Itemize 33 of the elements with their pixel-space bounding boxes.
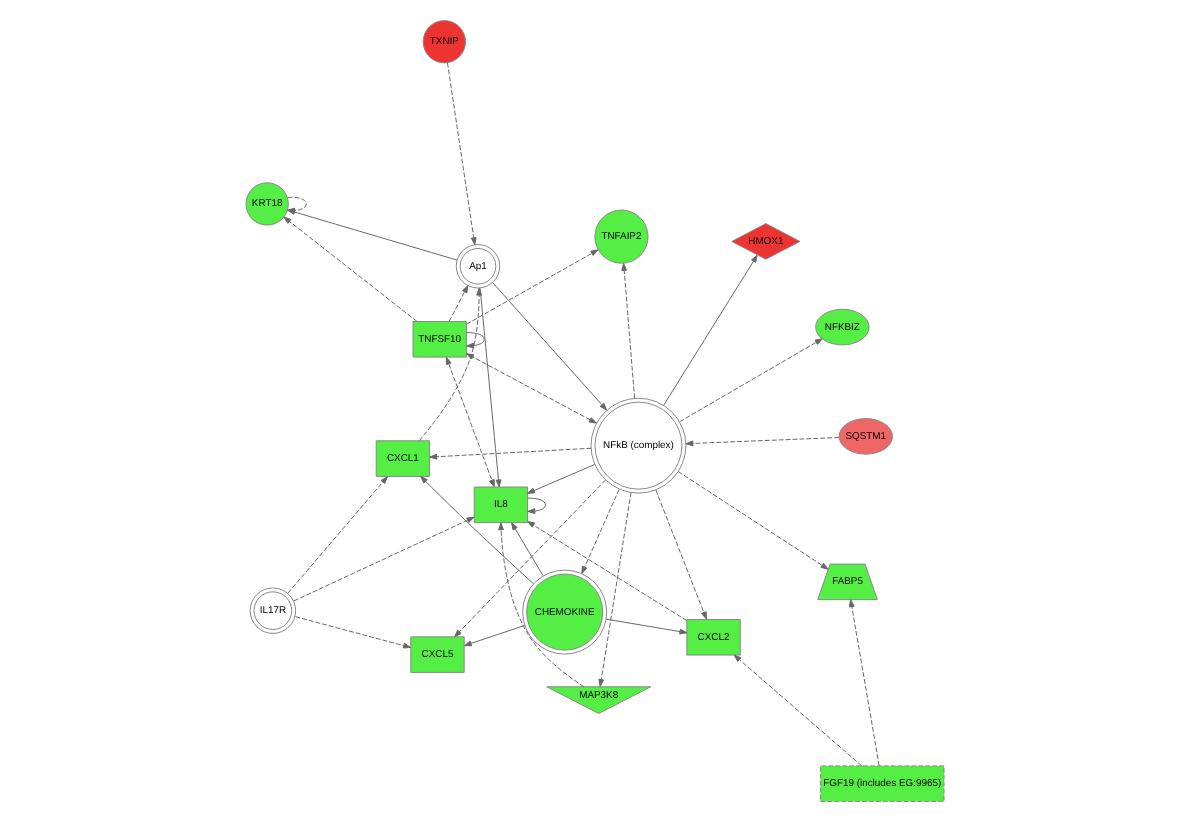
arrow xyxy=(462,624,525,647)
arrow xyxy=(580,488,619,574)
arrow xyxy=(662,254,757,406)
arrow xyxy=(526,520,687,621)
arrow xyxy=(510,522,543,577)
arrow xyxy=(453,479,605,638)
arrow xyxy=(526,497,545,515)
arrow xyxy=(497,522,584,688)
arrow xyxy=(604,618,687,635)
arrow xyxy=(465,249,598,325)
arrow xyxy=(293,616,411,649)
arrow xyxy=(678,338,822,423)
arrow xyxy=(446,62,476,246)
arrow xyxy=(465,332,484,349)
arrow xyxy=(847,599,879,767)
arrow xyxy=(597,492,631,687)
arrow xyxy=(732,654,862,767)
arrow xyxy=(491,282,607,411)
arrow xyxy=(676,471,828,570)
arrow xyxy=(465,353,596,424)
arrow xyxy=(654,489,706,620)
arrow xyxy=(444,356,494,488)
arrow xyxy=(419,475,533,585)
arrow xyxy=(417,287,482,442)
arrow xyxy=(478,287,501,488)
arrow xyxy=(620,262,635,399)
arrow xyxy=(286,476,387,594)
arrow xyxy=(292,516,474,602)
arrow xyxy=(428,447,591,460)
arrow xyxy=(447,285,468,322)
arrow xyxy=(282,216,417,322)
arrow xyxy=(684,437,839,447)
arrow xyxy=(526,464,595,494)
